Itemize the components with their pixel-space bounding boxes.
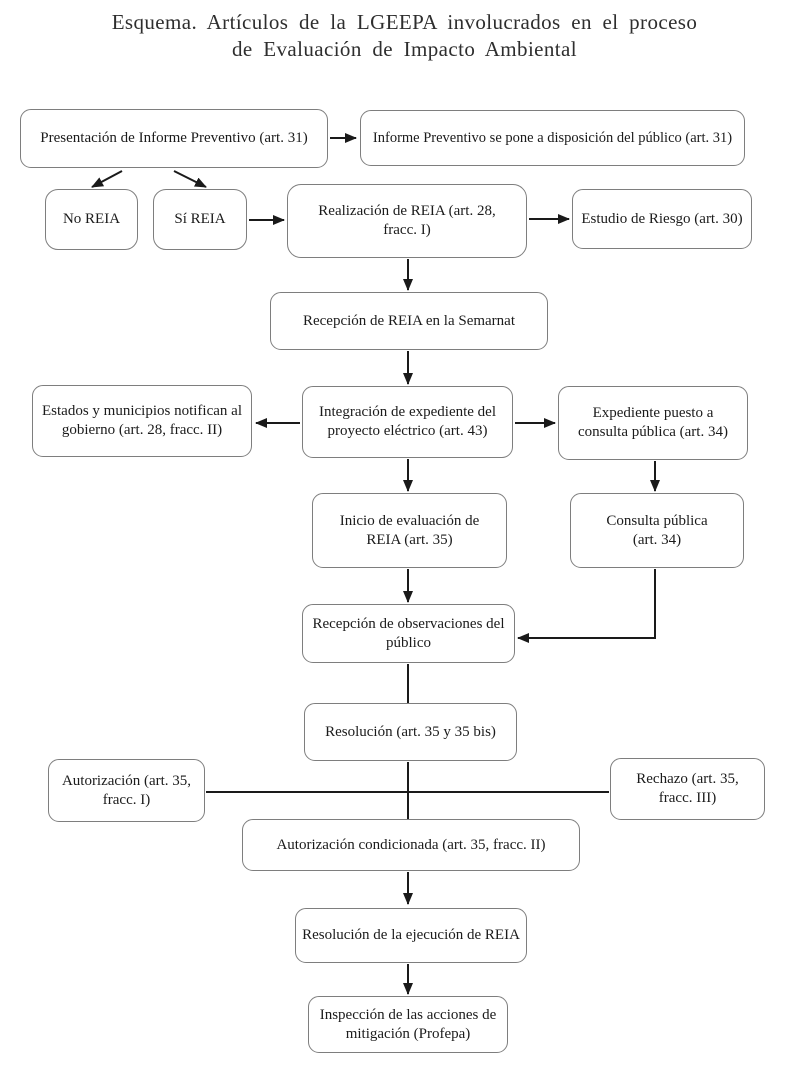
node-resolucion-ejecucion-reia: Resolución de la ejecución de REIA [295,908,527,963]
diagram-title: Esquema. Artículos de la LGEEPA involucr… [0,9,809,63]
node-recepcion-observaciones: Recepción de observaciones del público [302,604,515,663]
node-estados-municipios: Estados y municipios notifican al gobier… [32,385,252,457]
node-informe-preventivo-publico: Informe Preventivo se pone a disposición… [360,110,745,166]
node-estudio-riesgo: Estudio de Riesgo (art. 30) [572,189,752,249]
node-presentacion-informe-preventivo: Presentación de Informe Preventivo (art.… [20,109,328,168]
node-integracion-expediente: Integración de expediente del proyecto e… [302,386,513,458]
node-rechazo: Rechazo (art. 35, fracc. III) [610,758,765,820]
node-recepcion-reia-semarnat: Recepción de REIA en la Semarnat [270,292,548,350]
edge-presentacion-to-no-reia [91,170,123,188]
diagram-title-line1: Esquema. Artículos de la LGEEPA involucr… [111,10,698,34]
node-realizacion-reia: Realización de REIA (art. 28, fracc. I) [287,184,527,258]
edge-consulta-publica-to-recepcion-observaciones [517,569,656,643]
node-inspeccion-profepa: Inspección de las acciones de mitigación… [308,996,508,1053]
node-consulta-publica: Consulta pública (art. 34) [570,493,744,568]
node-resolucion: Resolución (art. 35 y 35 bis) [304,703,517,761]
node-autorizacion-condicionada: Autorización condicionada (art. 35, frac… [242,819,580,871]
edge-presentacion-to-si-reia [173,170,207,188]
node-inicio-evaluacion-reia: Inicio de evaluación de REIA (art. 35) [312,493,507,568]
diagram-title-line2: de Evaluación de Impacto Ambiental [232,37,577,61]
node-expediente-consulta-publica: Expediente puesto a consulta pública (ar… [558,386,748,460]
node-autorizacion: Autorización (art. 35, fracc. I) [48,759,205,822]
node-si-reia: Sí REIA [153,189,247,250]
node-no-reia: No REIA [45,189,138,250]
